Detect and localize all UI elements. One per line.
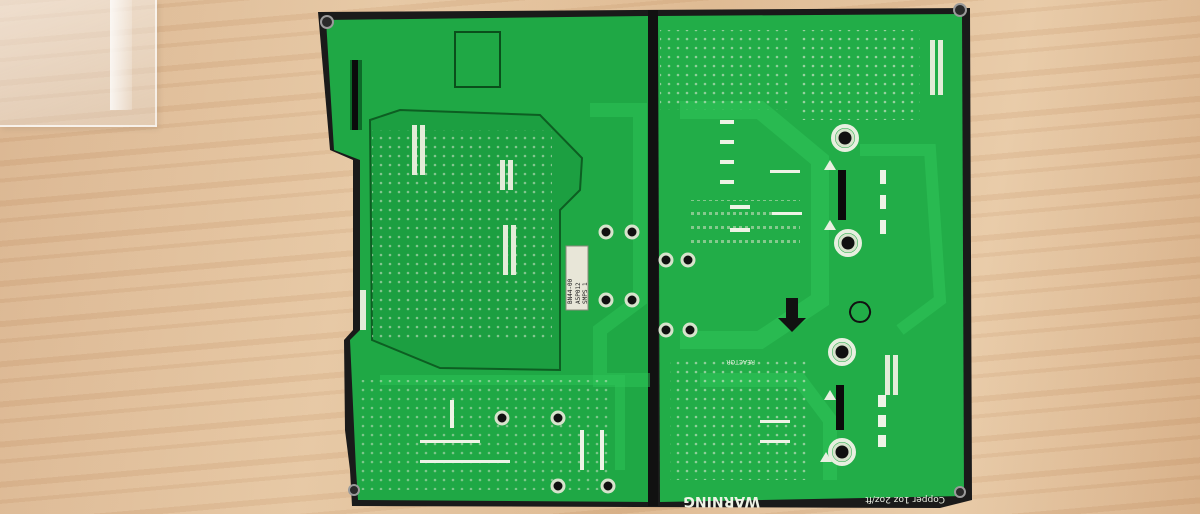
plastic-bag bbox=[0, 0, 157, 127]
reactor-silkscreen: REACTOR bbox=[726, 358, 755, 365]
sticker-line-3: SMPS 1 bbox=[582, 282, 589, 304]
connector-outline bbox=[454, 31, 501, 88]
warning-silkscreen: WARNING bbox=[683, 493, 760, 509]
part-sticker bbox=[565, 245, 589, 311]
brand-logo-mark bbox=[849, 301, 872, 323]
sticker-line-1: BN44-00 bbox=[567, 278, 574, 304]
copper-silkscreen: Copper 1oz 2oz/ft bbox=[865, 494, 945, 504]
sticker-line-2: A5P012 bbox=[575, 282, 582, 304]
isolation-slot bbox=[648, 10, 658, 506]
arrow-marking bbox=[778, 298, 806, 332]
